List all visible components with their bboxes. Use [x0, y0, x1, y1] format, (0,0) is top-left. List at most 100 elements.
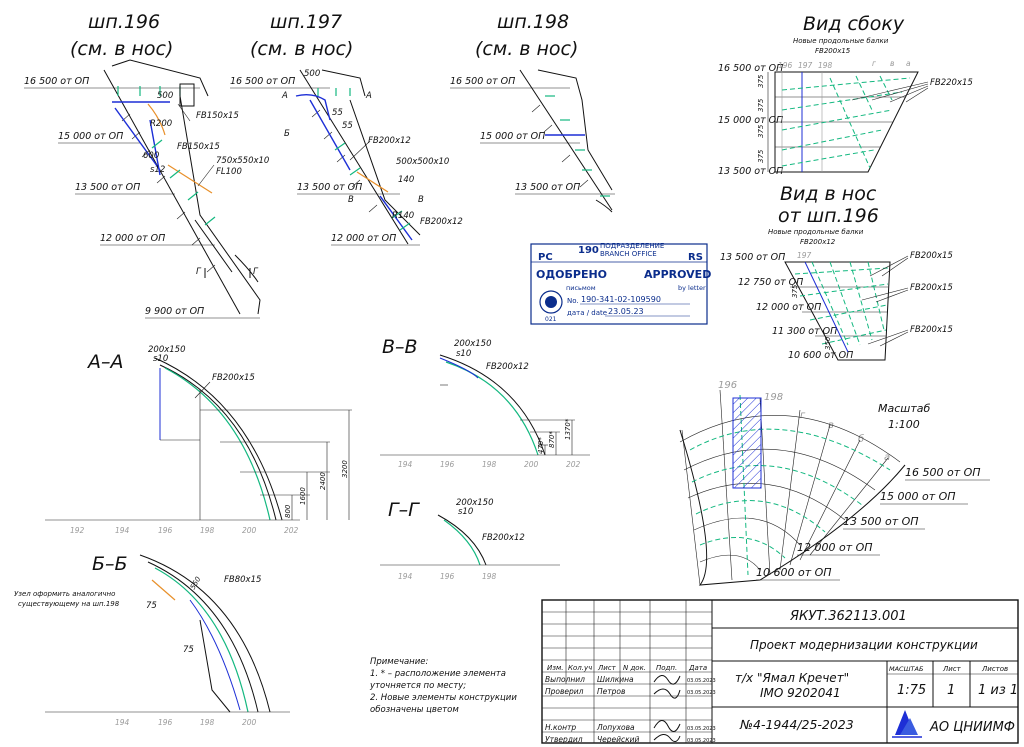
- level-16500-198: 16 500 от ОП: [450, 76, 515, 87]
- hatched-area: [732, 397, 762, 489]
- bb-tick-200: 200: [242, 718, 257, 727]
- scale-value-tb: 1:75: [897, 683, 926, 698]
- fwd-level-11300: 11 300 от ОП: [772, 326, 837, 337]
- gg-tick-194: 194: [398, 572, 413, 581]
- side-frame-198: 198: [818, 61, 833, 70]
- scale-letter-b: б: [858, 433, 864, 445]
- frame-197-subtitle: (см. в нос): [250, 38, 353, 60]
- col-header-izm: Изм.: [547, 664, 563, 672]
- bb-tick-196: 196: [158, 718, 173, 727]
- side-view: Вид сбоку Новые продольные балки FB200x1…: [718, 13, 973, 177]
- sheet-value: 1: [947, 683, 955, 698]
- dim-1600: 1600: [299, 487, 307, 505]
- role-nkontr: Н.контр: [545, 723, 576, 732]
- fwd-level-12750: 12 750 от ОП: [738, 277, 803, 288]
- level-13500-197: 13 500 от ОП: [297, 182, 362, 193]
- label-fb200x15-fwd-c: FB200x15: [910, 325, 953, 335]
- date-row-2: 03.05.2023: [687, 690, 716, 696]
- scale-title: Масштаб: [878, 402, 930, 415]
- bb-tick-198: 198: [200, 718, 215, 727]
- stamp-rs-left: РС: [538, 252, 553, 263]
- level-9900: 9 900 от ОП: [145, 306, 204, 317]
- frame-196-title: шп.196: [88, 11, 160, 33]
- label-fb200x15-fwd-b: FB200x15: [910, 283, 953, 293]
- notes-line4: обозначены цветом: [370, 705, 459, 715]
- label-s10-vv: s10: [456, 349, 471, 359]
- name-lopukhova: Лопухова: [596, 723, 635, 732]
- stamp-emblem-icon: [539, 290, 563, 314]
- stamp-no-label: No.: [567, 297, 579, 305]
- vessel-imo: IMO 9202041: [760, 686, 841, 700]
- level-16500-197: 16 500 от ОП: [230, 76, 295, 87]
- aa-tick-200: 200: [242, 526, 257, 535]
- label-s12: s12: [150, 165, 165, 175]
- section-gg-title: Г–Г: [388, 499, 420, 521]
- role-checked: Проверил: [545, 687, 584, 696]
- scale-level-13500: 13 500 от ОП: [843, 515, 919, 528]
- side-level-13500: 13 500 от ОП: [718, 166, 783, 177]
- label-fb200x12-197a: FB200x12: [368, 136, 411, 146]
- label-fb150x15-196b: FB150x15: [177, 142, 220, 152]
- dim-870: 870*: [548, 431, 556, 448]
- marker-v-left: В: [348, 195, 354, 205]
- node-note-line2: существующему на шп.198: [18, 600, 120, 608]
- sheet-label: Лист: [942, 665, 962, 673]
- role-executed: Выполнил: [545, 675, 585, 684]
- scale-level-12000: 12 000 от ОП: [797, 541, 873, 554]
- fwd-view-title-1: Вид в нос: [780, 183, 877, 205]
- node-note-line1: Узел оформить аналогично: [14, 590, 115, 598]
- name-chereyskiy: Черейский: [597, 735, 640, 744]
- stamp-number: 190: [578, 245, 599, 256]
- marker-g-right: Г: [253, 267, 259, 277]
- date-row-3: 03.05.2023: [687, 726, 716, 732]
- date-row-4: 03.05.2023: [687, 738, 716, 744]
- name-shilkina: Шилкина: [597, 675, 634, 684]
- frame-197-title: шп.197: [270, 11, 342, 33]
- level-15000-198: 15 000 от ОП: [480, 131, 545, 142]
- level-16500: 16 500 от ОП: [24, 76, 89, 87]
- level-13500: 13 500 от ОП: [75, 182, 140, 193]
- frame-196-view: шп.196 (см. в нос) 16 500 от ОП 15 000 о…: [24, 11, 269, 319]
- label-fb200x15-aa: FB200x15: [212, 373, 255, 383]
- frame-196-subtitle: (см. в нос): [70, 38, 173, 60]
- label-fb200x15-fwd-a: FB200x15: [910, 251, 953, 261]
- marker-b-197: Б: [284, 129, 290, 139]
- vv-tick-198: 198: [482, 460, 497, 469]
- dim-55-b: 55: [342, 121, 353, 131]
- notes-line1: 1. * – расположение элемента: [370, 669, 506, 679]
- stamp-dept-en: BRANCH OFFICE: [600, 250, 657, 258]
- frame-197-view: шп.197 (см. в нос) 16 500 от ОП 13 500 о…: [230, 11, 463, 246]
- fwd-level-13500: 13 500 от ОП: [720, 252, 785, 263]
- date-row-1: 03.05.2023: [687, 678, 716, 684]
- signature-icon: [653, 675, 681, 742]
- fwd-view-note: Новые продольные балки: [768, 228, 864, 236]
- stamp-date-label: дата / date: [567, 309, 607, 317]
- stamp-approved-en: APPROVED: [644, 268, 711, 281]
- scale-label: МАСШТАБ: [889, 665, 924, 673]
- side-dim-375-b: 375: [757, 98, 765, 112]
- name-petrov: Петров: [597, 687, 625, 696]
- label-plate-gg: 200x150: [456, 498, 493, 508]
- marker-g-left: Г: [196, 267, 202, 277]
- side-dim-375-a: 375: [757, 74, 765, 88]
- doc-code: ЯКУТ.362113.001: [789, 609, 907, 624]
- section-vv: В–В 1370* 870* 470* 200x150 s10 FB200x12…: [380, 336, 590, 469]
- label-bracket-750: 750x550x10: [216, 156, 269, 166]
- dim-600: 600: [143, 151, 159, 161]
- role-approved: Утвердил: [545, 735, 583, 744]
- side-letter-v: в: [890, 59, 894, 68]
- project-title: Проект модернизации конструкции: [750, 638, 978, 652]
- section-aa: А–А 3200 2400 1600 800 200x150 s10 FB200…: [45, 345, 352, 535]
- notes-line3: 2. Новые элементы конструкции: [370, 693, 517, 703]
- sheets-value: 1 из 1: [978, 683, 1018, 698]
- scale-value: 1:100: [888, 418, 920, 431]
- notes-title: Примечание:: [370, 657, 428, 667]
- side-frame-197: 197: [798, 61, 813, 70]
- level-13500-198: 13 500 от ОП: [515, 182, 580, 193]
- label-s10-gg: s10: [458, 507, 473, 517]
- label-fb150x15-196a: FB150x15: [196, 111, 239, 121]
- vessel-name: т/х "Ямал Кречет": [735, 671, 849, 685]
- org-name: АО ЦНИИМФ: [929, 720, 1015, 735]
- org-logo-icon: [892, 710, 922, 738]
